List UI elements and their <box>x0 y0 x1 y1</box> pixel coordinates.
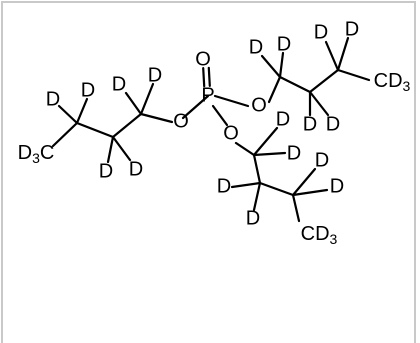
atom-label: D <box>99 160 113 182</box>
bond-deuterium-22 <box>260 54 282 79</box>
atom-label: D <box>148 64 162 86</box>
bond-deuterium-20 <box>106 135 115 164</box>
atom-label: D <box>287 142 301 164</box>
bond-single-10 <box>308 68 340 94</box>
atom-label: D <box>277 33 291 55</box>
bond-deuterium-18 <box>57 104 79 125</box>
atom-label: CD3 <box>374 70 411 93</box>
bond-single-15 <box>291 193 301 223</box>
bond-deuterium-21 <box>111 135 132 162</box>
bond-deuterium-30 <box>230 181 262 189</box>
bond-deuterium-28 <box>252 126 279 157</box>
bond-deuterium-19 <box>75 97 89 125</box>
bond-single-13 <box>252 153 262 185</box>
atom-label: D <box>46 88 60 110</box>
bond-single-3 <box>211 104 229 127</box>
atom-label: D <box>217 175 231 197</box>
bond-deuterium-25 <box>336 36 350 72</box>
atom-label: D <box>129 158 143 180</box>
bond-single-5 <box>111 112 143 139</box>
atom-label: D <box>112 73 126 95</box>
atom-label: D <box>249 36 263 58</box>
atom-label: D <box>330 175 344 197</box>
bond-deuterium-29 <box>252 151 287 157</box>
atom-label: D3C <box>18 142 55 165</box>
bond-single-14 <box>258 181 295 197</box>
atom-label: O <box>173 110 189 132</box>
bond-deuterium-31 <box>252 181 262 212</box>
atom-label: D <box>276 108 290 130</box>
atom-label: D <box>326 113 340 135</box>
bond-deuterium-24 <box>324 40 340 72</box>
bond-deuterium-16 <box>124 91 143 116</box>
bond-single-6 <box>75 121 115 139</box>
bond-single-8 <box>267 75 282 104</box>
atom-label: O <box>195 48 211 70</box>
atom-label: O <box>223 122 239 144</box>
bond-deuterium-23 <box>278 51 285 79</box>
atom-label: D <box>303 113 317 135</box>
bond-single-11 <box>336 68 371 82</box>
bond-single-12 <box>234 141 256 157</box>
bond-deuterium-17 <box>139 82 155 116</box>
atom-label: D <box>81 79 95 101</box>
bond-layer <box>51 36 371 223</box>
bond-single-1 <box>181 94 210 120</box>
atom-label: D <box>345 18 359 40</box>
bond-deuterium-32 <box>291 167 317 197</box>
atom-label: P <box>201 84 214 106</box>
bond-double-a-0 <box>202 67 206 88</box>
bond-single-2 <box>213 94 250 108</box>
bond-deuterium-33 <box>291 188 329 197</box>
bond-single-9 <box>278 75 312 94</box>
bond-deuterium-27 <box>308 90 330 117</box>
atom-label: D <box>315 149 329 171</box>
atom-label: CD3 <box>301 223 338 246</box>
bond-single-4 <box>139 112 174 124</box>
atom-label: D <box>246 207 260 229</box>
bond-single-7 <box>51 121 79 148</box>
atom-label: D <box>314 21 328 43</box>
bond-double-b-0 <box>207 66 211 87</box>
atom-label: O <box>251 94 267 116</box>
